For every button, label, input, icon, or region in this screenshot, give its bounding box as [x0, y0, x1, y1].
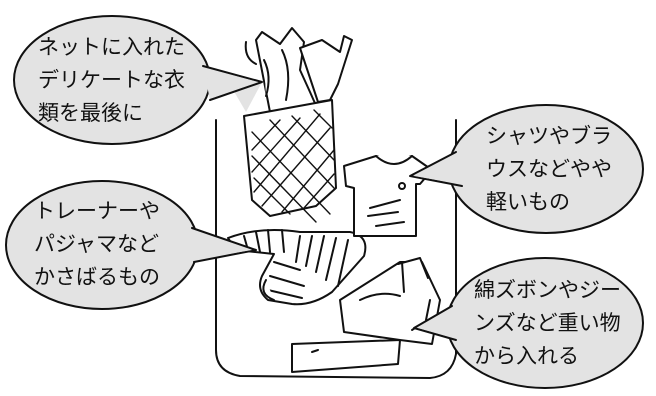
- callout-shirts-blouses: シャツやブラ ウスなどやや 軽いもの: [486, 120, 612, 219]
- callout-shirts-blouses-line1: シャツやブラ: [486, 124, 612, 148]
- callout-delicate-net-line2: デリケートな衣: [38, 68, 185, 92]
- bubble-shirts-blouses: [409, 104, 644, 234]
- bubble-heavy-items: [413, 257, 644, 389]
- callout-delicate-net: ネットに入れた デリケートな衣 類を最後に: [38, 31, 185, 130]
- callout-heavy-items-line1: 綿ズボンやジー: [474, 278, 621, 302]
- washing-drum: [215, 119, 457, 379]
- callout-sweatshirts-pajamas-line2: パジャマなど: [34, 232, 159, 256]
- laundry-net-illustration: [243, 27, 353, 217]
- callout-heavy-items-line3: から入れる: [474, 344, 579, 368]
- callout-delicate-net-line3: 類を最後に: [38, 101, 143, 125]
- bubble-delicate-net: [13, 15, 263, 145]
- tshirt-illustration: [343, 155, 433, 237]
- bubble-sweatshirts-pajamas: [5, 180, 257, 310]
- callout-heavy-items: 綿ズボンやジー ンズなど重い物 から入れる: [474, 274, 621, 373]
- laundry-net-mesh: [251, 109, 335, 223]
- callout-delicate-net-line1: ネットに入れた: [38, 35, 185, 59]
- sweatshirt-illustration: [227, 229, 367, 306]
- callout-sweatshirts-pajamas-line1: トレーナーや: [34, 199, 160, 223]
- callout-sweatshirts-pajamas: トレーナーや パジャマなど かさばるもの: [34, 195, 160, 294]
- jeans-illustration: [291, 257, 441, 373]
- callout-heavy-items-line2: ンズなど重い物: [474, 311, 621, 335]
- callout-sweatshirts-pajamas-line3: かさばるもの: [34, 265, 160, 289]
- callout-shirts-blouses-line2: ウスなどやや: [486, 157, 612, 181]
- callout-shirts-blouses-line3: 軽いもの: [486, 190, 570, 214]
